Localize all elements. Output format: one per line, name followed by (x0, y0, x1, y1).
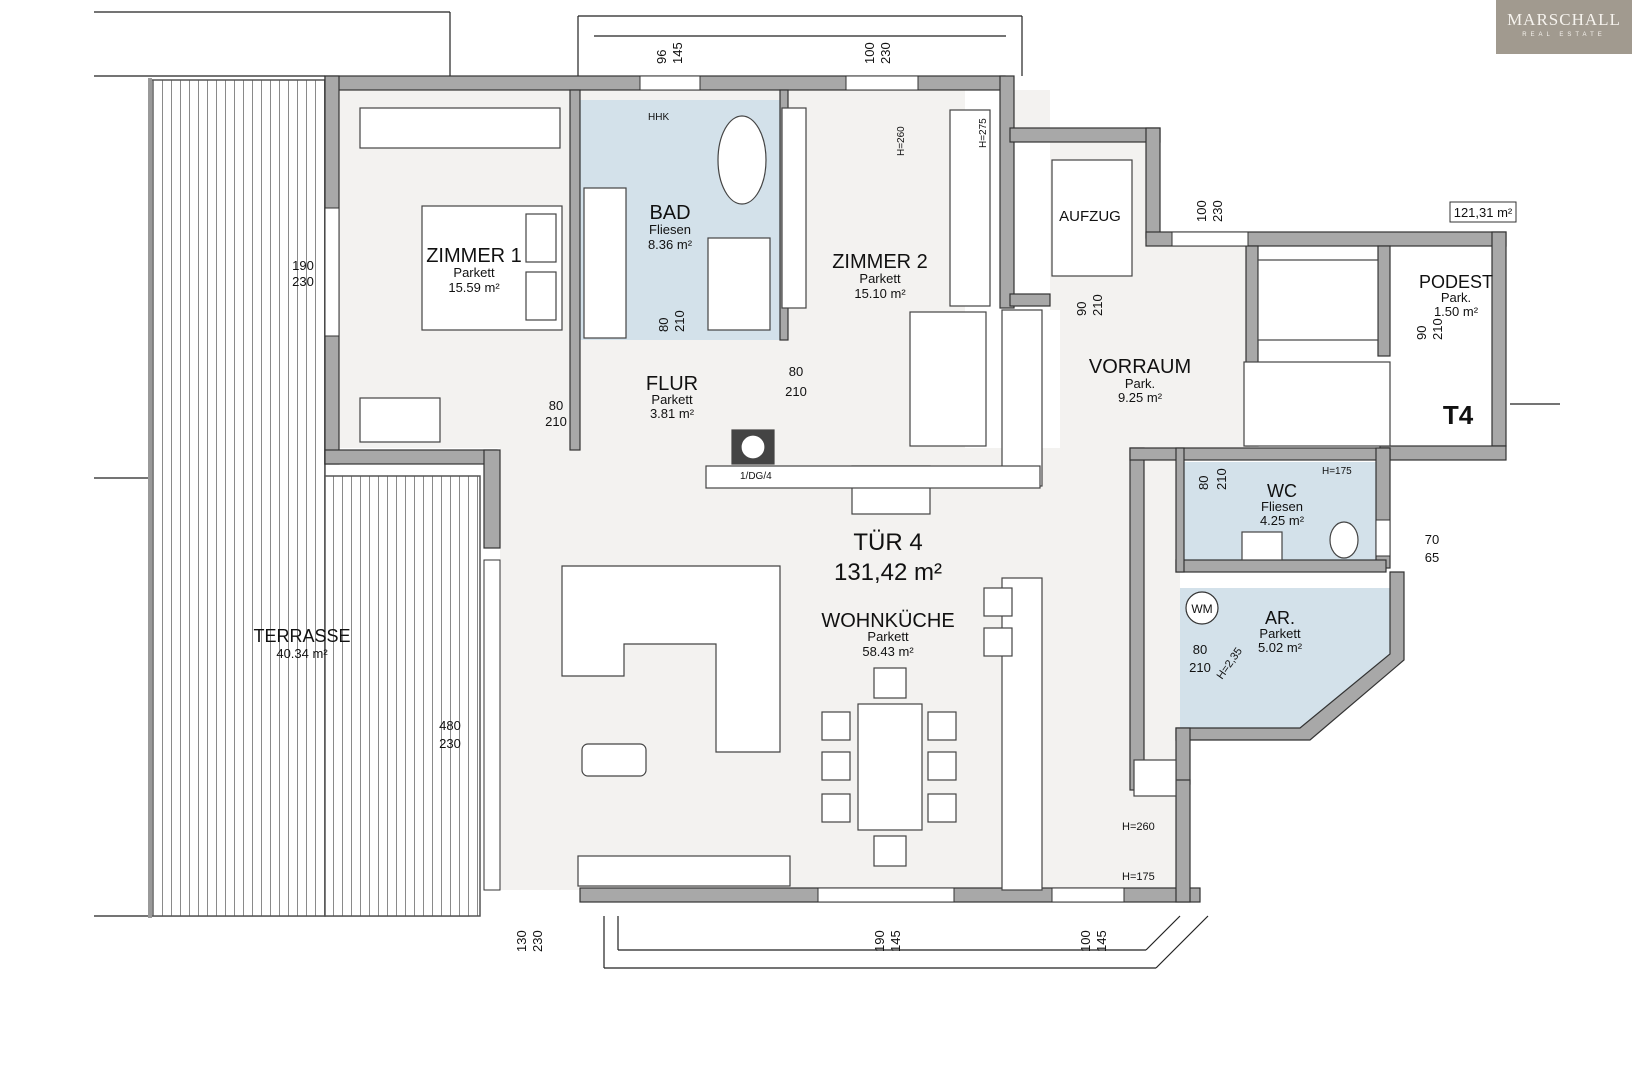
terrasse-area: 40.34 m² (276, 646, 328, 661)
terrace-door-h: 230 (530, 930, 545, 952)
terrasse-name: TERRASSE (253, 626, 350, 646)
h260-z2-label: H=260 (896, 126, 907, 156)
zimmer2-floor: Parkett (859, 271, 901, 286)
bad-window-w: 96 (654, 50, 669, 64)
flur-name: FLUR (646, 373, 698, 395)
podest-floor: Park. (1441, 290, 1471, 305)
h175-k-label: H=175 (1122, 871, 1155, 883)
dimension-labels: 96 145 100 230 190 230 100 230 80 210 80… (292, 42, 1445, 952)
unit-area: 131,42 m² (834, 559, 942, 586)
podest-door-w: 90 (1414, 326, 1429, 340)
wohnkueche-name: WOHNKÜCHE (821, 610, 954, 632)
aufzug-name: AUFZUG (1059, 208, 1121, 225)
vorraum-area: 9.25 m² (1118, 390, 1163, 405)
room-labels: ZIMMER 1 Parkett 15.59 m² BAD Fliesen 8.… (253, 202, 1493, 661)
wm-label: WM (1191, 602, 1212, 616)
ar-door-w: 80 (1193, 642, 1207, 657)
bad-floor: Fliesen (649, 222, 691, 237)
windows (324, 75, 1391, 903)
floors (335, 90, 1392, 890)
flur-door-w: 80 (549, 398, 563, 413)
aufzug-door-h: 210 (1090, 294, 1105, 316)
wc-door-w: 80 (1196, 476, 1211, 490)
vorraum-window-h: 230 (1210, 200, 1225, 222)
wk-window-2-h: 145 (1094, 930, 1109, 952)
aufzug-door-w: 90 (1074, 302, 1089, 316)
wc-name: WC (1267, 481, 1297, 501)
total-area-box: 121,31 m² (1454, 205, 1513, 220)
vorraum-floor: Park. (1125, 376, 1155, 391)
flur-area: 3.81 m² (650, 406, 695, 421)
bad-area: 8.36 m² (648, 237, 693, 252)
wk-window-1-w: 190 (872, 930, 887, 952)
terrace-door-w: 130 (514, 930, 529, 952)
bad-name: BAD (649, 202, 690, 224)
z2-window-w: 100 (862, 42, 877, 64)
z1-window-w: 190 (292, 258, 314, 273)
bad-window-h: 145 (670, 42, 685, 64)
h275-label: H=275 (978, 118, 989, 148)
podest-area: 1.50 m² (1434, 304, 1479, 319)
vorraum-name: VORRAUM (1089, 356, 1191, 378)
zimmer1-area: 15.59 m² (448, 280, 500, 295)
h260-k-label: H=260 (1122, 821, 1155, 833)
zimmer2-area: 15.10 m² (854, 286, 906, 301)
unit-name: TÜR 4 (853, 529, 922, 556)
ar-door-h: 210 (1189, 660, 1211, 675)
h175-wc-label: H=175 (1322, 466, 1352, 477)
podest-door-h: 210 (1430, 318, 1445, 340)
wk-window-2-w: 100 (1078, 930, 1093, 952)
z2-door-h: 210 (785, 384, 807, 399)
ar-name: AR. (1265, 608, 1295, 628)
z1-window-h: 230 (292, 274, 314, 289)
flur-floor: Parkett (651, 392, 693, 407)
fixtures (359, 107, 1391, 891)
wk-side-window-h: 230 (439, 736, 461, 751)
podest-name: PODEST (1419, 272, 1493, 292)
ar-floor: Parkett (1259, 626, 1301, 641)
wc-window-h: 65 (1425, 550, 1439, 565)
wohnkueche-floor: Parkett (867, 629, 909, 644)
bad-door-w: 80 (656, 318, 671, 332)
terrace (148, 78, 481, 918)
wk-side-window-w: 480 (439, 718, 461, 733)
stair-label: T4 (1443, 400, 1474, 430)
z2-door-w: 80 (789, 364, 803, 379)
wc-floor: Fliesen (1261, 499, 1303, 514)
door-code: 1/DG/4 (740, 471, 772, 482)
logo-tagline: REAL ESTATE (1522, 32, 1606, 38)
hhk-label: HHK (648, 112, 669, 123)
wc-window-w: 70 (1425, 532, 1439, 547)
ar-area: 5.02 m² (1258, 640, 1303, 655)
wk-window-1-h: 145 (888, 930, 903, 952)
brand-logo: MARSCHALL REAL ESTATE (1496, 0, 1632, 54)
wc-door-h: 210 (1214, 468, 1229, 490)
vorraum-window-w: 100 (1194, 200, 1209, 222)
logo-brand: MARSCHALL (1507, 10, 1621, 29)
zimmer1-floor: Parkett (453, 265, 495, 280)
wc-area: 4.25 m² (1260, 513, 1305, 528)
zimmer2-name: ZIMMER 2 (832, 251, 928, 273)
flur-door-h: 210 (545, 414, 567, 429)
z2-window-h: 230 (878, 42, 893, 64)
wohnkueche-area: 58.43 m² (862, 644, 914, 659)
zimmer1-name: ZIMMER 1 (426, 245, 522, 267)
bad-door-h: 210 (672, 310, 687, 332)
